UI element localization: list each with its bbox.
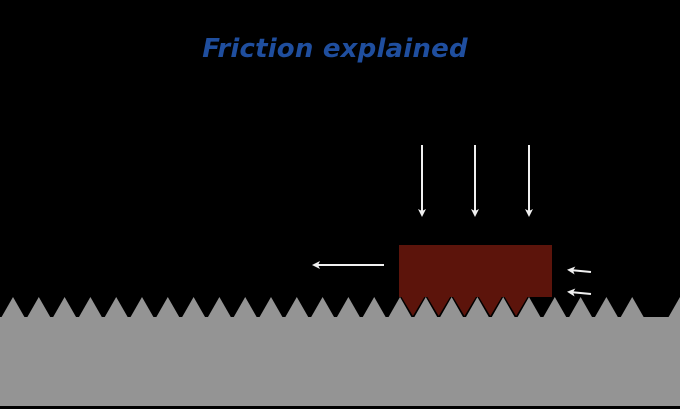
block-tooth [400,296,425,316]
surface-tooth [26,297,51,318]
block-tooth [504,296,529,316]
surface-tooth [130,297,154,318]
block [399,245,552,297]
surface-tooth [78,297,103,318]
surface-tooth [181,297,206,318]
friction-arrow-2 [567,288,592,297]
surface-tooth [52,297,77,318]
friction-arrow-1 [567,266,592,275]
surface-tooth [517,297,541,318]
surface-tooth [465,297,490,318]
block-tooth [426,296,451,316]
surface-tooth [104,297,129,318]
surface-tooth [207,297,232,318]
surface-tooth [542,297,567,318]
surface-tooth [620,297,645,318]
block-tooth [452,296,477,316]
surface-tooth [259,297,283,318]
block-tooth [478,296,503,316]
surface-tooth [155,297,180,318]
friction-arrows [567,266,592,297]
surface-tooth [310,297,335,318]
surface-tooth [336,297,361,318]
normal-force-arrows [418,145,533,217]
surface-tooth [233,297,258,318]
surface-tooth [388,297,412,318]
surface-base [0,317,680,406]
surface-tooth [413,297,438,318]
block-teeth [400,296,529,316]
surface-tooth [362,297,387,318]
surface-tooth [668,297,680,318]
surface-tooth [594,297,619,318]
surface-tooth [284,297,309,318]
surface-tooth [491,297,516,318]
surface-tooth [439,297,464,318]
surface-tooth [568,297,593,318]
surface-tooth [1,297,25,318]
surface-teeth [1,297,680,318]
diagram-title: Friction explained [202,34,468,64]
